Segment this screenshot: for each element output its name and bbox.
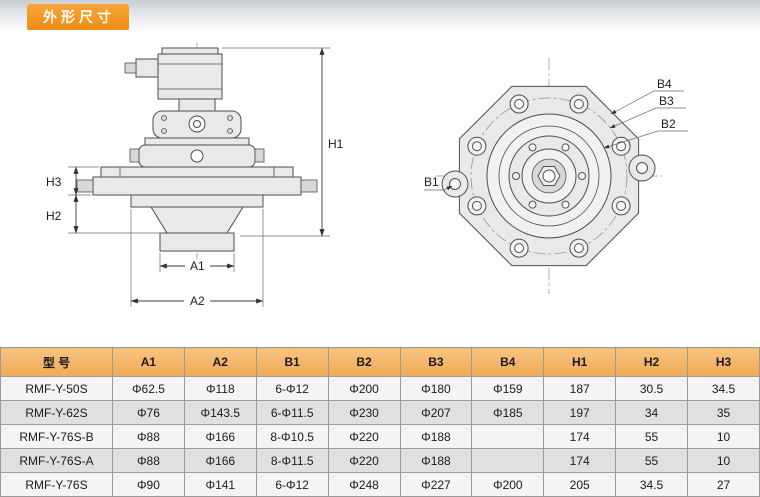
dimension-cell: Φ159 <box>471 376 545 401</box>
column-header: H2 <box>615 347 688 377</box>
dimension-cell: Φ76 <box>112 400 185 425</box>
dimension-cell: Φ88 <box>112 424 185 449</box>
dimension-cell: Φ220 <box>327 448 401 473</box>
dimension-cell: Φ188 <box>399 448 473 473</box>
side-view-drawing <box>76 43 318 260</box>
dimension-drawings: H1 H3 H2 A1 A2 <box>0 30 760 347</box>
dimension-cell: Φ200 <box>327 376 401 401</box>
dimension-cell: 10 <box>687 448 760 473</box>
dim-label-a1: A1 <box>190 259 205 273</box>
valve-body <box>129 137 265 168</box>
dimension-cell: Φ141 <box>183 472 257 497</box>
dimension-cell: 6-Φ12 <box>255 376 329 401</box>
bolt-circle <box>470 97 628 255</box>
side-view-dimensions: H1 H3 H2 A1 A2 <box>46 47 344 308</box>
column-header: H1 <box>543 347 617 377</box>
dimension-cell: Φ220 <box>327 424 401 449</box>
dimension-cell: 174 <box>543 448 617 473</box>
dim-label-h1: H1 <box>328 137 344 151</box>
solenoid-coil <box>124 47 223 112</box>
dim-label-b4: B4 <box>657 77 672 91</box>
dimension-cell: Φ166 <box>183 424 257 449</box>
dimension-cell: 34.5 <box>615 472 688 497</box>
dimension-cell: Φ118 <box>183 376 257 401</box>
dimension-cell: 205 <box>543 472 617 497</box>
column-header: B4 <box>471 347 545 377</box>
dimension-cell: Φ207 <box>399 400 473 425</box>
dimension-cell: 34 <box>615 400 688 425</box>
section-title: 外形尺寸 <box>27 4 129 31</box>
model-cell: RMF-Y-50S <box>0 376 113 401</box>
model-cell: RMF-Y-62S <box>0 400 113 425</box>
column-header: H3 <box>687 347 760 377</box>
top-view-drawing <box>436 58 662 294</box>
column-header: A2 <box>183 347 257 377</box>
dim-label-h3: H3 <box>46 175 62 189</box>
valve-outlet <box>130 194 264 252</box>
column-header: B2 <box>327 347 401 377</box>
dimension-cell: 55 <box>615 424 688 449</box>
dimension-cell: Φ200 <box>471 472 545 497</box>
dim-label-b3: B3 <box>659 94 674 108</box>
dimension-cell: Φ143.5 <box>183 400 257 425</box>
valve-bonnet <box>152 110 242 139</box>
valve-flange <box>76 166 318 196</box>
dim-label-b2: B2 <box>661 117 676 131</box>
column-header: A1 <box>112 347 185 377</box>
dimension-cell: 6-Φ11.5 <box>255 400 329 425</box>
cable-gland <box>124 62 137 74</box>
dimension-cell: 34.5 <box>687 376 760 401</box>
dim-label-h2: H2 <box>46 209 62 223</box>
dimension-cell: 174 <box>543 424 617 449</box>
dimension-cell <box>471 424 545 449</box>
dimension-cell: Φ62.5 <box>112 376 185 401</box>
top-view-labels: B4 B3 B2 B1 <box>424 77 688 191</box>
dimension-cell: Φ248 <box>327 472 401 497</box>
section-header: 外形尺寸 <box>0 0 760 31</box>
dimension-cell: 197 <box>543 400 617 425</box>
dimension-cell: 55 <box>615 448 688 473</box>
model-cell: RMF-Y-76S-B <box>0 424 113 449</box>
column-header: B1 <box>255 347 329 377</box>
column-header: 型 号 <box>0 347 113 377</box>
dimension-cell: Φ90 <box>112 472 185 497</box>
dimension-cell: Φ166 <box>183 448 257 473</box>
coil-connector <box>135 58 159 78</box>
dimension-cell: Φ88 <box>112 448 185 473</box>
dimension-cell <box>471 448 545 473</box>
dimension-cell: Φ185 <box>471 400 545 425</box>
valve-dimension-svg: H1 H3 H2 A1 A2 <box>46 43 688 308</box>
dimension-cell: Φ227 <box>399 472 473 497</box>
dimension-cell: 27 <box>687 472 760 497</box>
dimension-cell: Φ180 <box>399 376 473 401</box>
dim-label-a2: A2 <box>190 294 205 308</box>
dimension-cell: 35 <box>687 400 760 425</box>
flange-inner-rings <box>486 113 612 239</box>
dim-label-b1: B1 <box>424 175 439 189</box>
dimension-cell: 8-Φ11.5 <box>255 448 329 473</box>
dimension-cell: Φ188 <box>399 424 473 449</box>
dimension-cell: 10 <box>687 424 760 449</box>
dimension-cell: 8-Φ10.5 <box>255 424 329 449</box>
dimension-cell: 30.5 <box>615 376 688 401</box>
dimension-cell: Φ230 <box>327 400 401 425</box>
bolt-holes <box>467 94 631 258</box>
dimension-cell: 6-Φ12 <box>255 472 329 497</box>
armature-tube <box>178 98 216 112</box>
dimension-cell: 187 <box>543 376 617 401</box>
column-header: B3 <box>399 347 473 377</box>
model-cell: RMF-Y-76S-A <box>0 448 113 473</box>
model-cell: RMF-Y-76S <box>0 472 113 497</box>
